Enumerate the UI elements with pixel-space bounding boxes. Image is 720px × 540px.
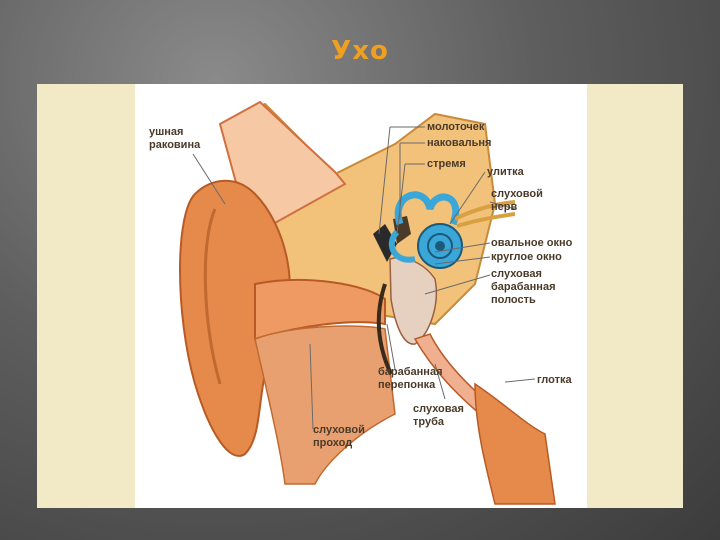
tympanic-cavity (389, 257, 437, 345)
ear-illustration (179, 100, 556, 505)
label-cavity-line3: полость (491, 294, 536, 306)
label-tube-line2: труба (413, 416, 444, 428)
label-auricle-line2: раковина (149, 139, 201, 151)
label-malleus: молоточек (427, 121, 485, 133)
label-auditory-tube: слуховая труба (413, 403, 464, 429)
label-auricle: ушная раковина (149, 126, 200, 152)
eardrum (376, 283, 393, 375)
label-cavity-line2: барабанная (491, 281, 556, 293)
label-incus: наковальня (427, 137, 492, 149)
label-cavity-line1: слуховая (491, 268, 542, 280)
label-tympanic-cavity: слуховая барабанная полость (491, 268, 556, 307)
label-stapes: стремя (427, 158, 466, 170)
label-eardrum-line2: перепонка (378, 379, 436, 391)
semicircular-canals (394, 191, 460, 226)
label-tube-line1: слуховая (413, 403, 464, 415)
label-auditory-nerve: слуховой нерв (491, 188, 543, 214)
auricle-fold (203, 208, 222, 385)
label-ear-canal: слуховой проход (313, 424, 365, 450)
ear-diagram: ушная раковина молоточек наковальня стре… (135, 84, 587, 508)
label-canal-line2: проход (313, 437, 353, 449)
jaw-region (254, 325, 396, 485)
label-round-window: круглое окно (491, 251, 562, 263)
slide-title: Ухо (331, 36, 389, 66)
label-nerve-line1: слуховой (491, 188, 543, 200)
label-eardrum-line1: барабанная (378, 366, 443, 378)
label-nerve-line2: нерв (491, 201, 518, 213)
label-canal-line1: слуховой (313, 424, 365, 436)
leader-lines (192, 126, 536, 430)
label-auricle-line1: ушная (149, 126, 184, 138)
auditory-nerve (454, 200, 516, 228)
pharynx (474, 382, 556, 505)
label-oval-window: овальное окно (491, 237, 573, 249)
label-eardrum: барабанная перепонка (378, 366, 443, 392)
label-pharynx: глотка (537, 374, 572, 386)
label-cochlea: улитка (487, 166, 524, 178)
